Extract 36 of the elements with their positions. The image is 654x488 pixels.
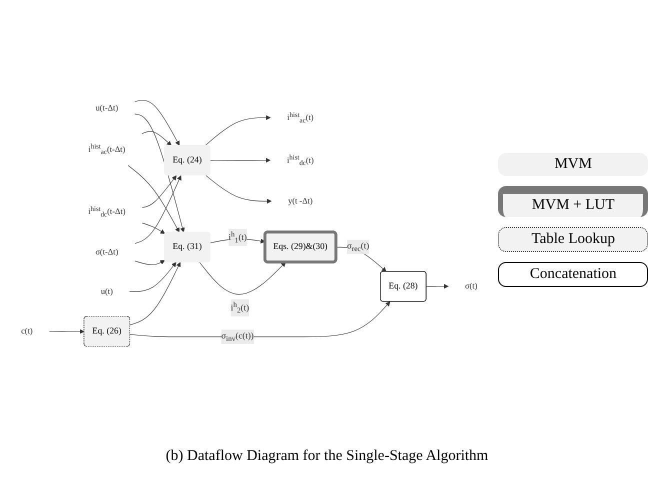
arrow	[134, 100, 180, 146]
arrow	[426, 284, 449, 289]
node-text: i$^{hist}$$_{dc}$(t)	[286, 153, 314, 167]
arrow	[204, 115, 271, 146]
legend-item: Concatenation	[498, 262, 648, 287]
arrow	[129, 262, 176, 292]
edge-label: i$^{h}$$_{2}$(t)	[230, 300, 250, 314]
node-text: c(t)	[21, 326, 33, 336]
arrow	[142, 131, 172, 146]
arrow	[142, 175, 177, 208]
arrow	[210, 238, 266, 244]
node-text: σ(t-Δt)	[95, 248, 118, 257]
arrow	[128, 165, 180, 232]
node-text: σ(t)	[464, 282, 478, 291]
node-text: y(t -Δt)	[288, 196, 313, 206]
arrow	[210, 158, 271, 163]
legend-item: Table Lookup	[498, 227, 648, 252]
arrow	[206, 175, 272, 204]
caption: (b) Dataflow Diagram for the Single-Stage Algorithm	[164, 448, 490, 465]
node-text: u(t)	[100, 287, 113, 296]
arrow	[142, 222, 166, 234]
arrow	[49, 329, 84, 334]
node-text: i$^{hist}$$_{ac}$(t)	[287, 110, 314, 124]
node-text: i$^{hist}$$_{dc}$(t-Δt)	[88, 204, 126, 218]
arrow	[134, 175, 182, 244]
arrow	[134, 260, 165, 266]
legend-item: MVM	[498, 153, 648, 176]
node-text: i$^{hist}$$_{ac}$(t-Δt)	[88, 142, 126, 156]
arrow	[134, 114, 185, 232]
node-text: u(t-Δt)	[96, 104, 118, 113]
edge-label: i$^{h}$$_{1}$(t)	[228, 230, 247, 244]
edge-label: σ$_{inv}$(c(t))	[221, 331, 254, 342]
arrow	[130, 262, 181, 326]
legend-item: MVM + LUT	[498, 186, 648, 217]
arrow	[199, 262, 286, 295]
edge-label: σ$_{rec}$(t)	[346, 241, 370, 253]
